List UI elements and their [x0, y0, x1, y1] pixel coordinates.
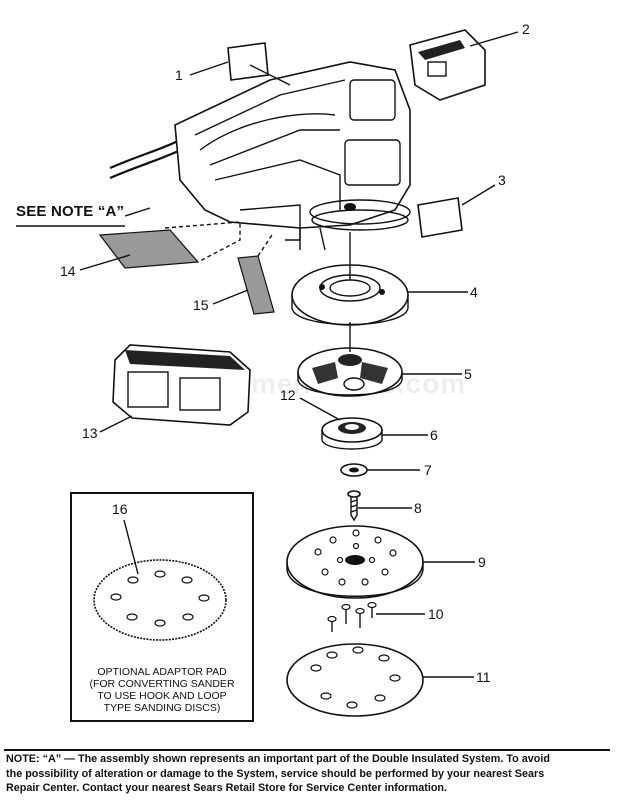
part-16-adaptor-pad: [93, 559, 227, 641]
part-3-label-plate: [417, 197, 463, 238]
part-9-backing-pad: [286, 525, 424, 599]
part-7-washer: [340, 463, 368, 477]
part-number-9: 9: [478, 554, 486, 570]
part-number-4: 4: [470, 284, 478, 300]
part-5-counterweight: [297, 322, 403, 397]
power-cord: [109, 139, 186, 180]
exploded-parts-diagram: 1 2 3 4 5 6 7 8 9 10 11 12 13 14 15 16: [16, 21, 530, 717]
part-4-base-ring: [291, 232, 409, 326]
part-number-7: 7: [424, 462, 432, 478]
part-number-3: 3: [498, 172, 506, 188]
see-note-a-label: SEE NOTE “A”: [16, 203, 125, 220]
part-6-bearing-assembly: [321, 417, 383, 450]
part-number-12: 12: [280, 387, 296, 403]
part-number-13: 13: [82, 425, 98, 441]
part-2-cover: [409, 29, 486, 101]
part-number-6: 6: [430, 427, 438, 443]
part-14-filter-pad: [98, 221, 241, 269]
part-number-2: 2: [522, 21, 530, 37]
part-number-10: 10: [428, 606, 444, 622]
part-10-screws: [327, 601, 377, 632]
part-1-label-plate: [227, 42, 291, 86]
part-8-screw: [347, 490, 361, 522]
caption-line: TO USE HOOK AND LOOP: [97, 690, 227, 702]
caption-line: TYPE SANDING DISCS): [103, 702, 221, 714]
adaptor-pad-caption: OPTIONAL ADAPTOR PAD (FOR CONVERTING SAN…: [72, 666, 252, 714]
footer-note: NOTE: “A” — The assembly shown represent…: [6, 752, 610, 796]
part-number-11: 11: [476, 669, 491, 685]
optional-adaptor-pad-box: OPTIONAL ADAPTOR PAD (FOR CONVERTING SAN…: [70, 492, 254, 722]
caption-line: OPTIONAL ADAPTOR PAD: [97, 666, 227, 678]
part-15-filter-strip: [237, 234, 275, 315]
sander-body: [174, 61, 411, 251]
part-13-dust-canister: [112, 344, 251, 426]
footer-divider: [4, 749, 610, 751]
part-number-14: 14: [60, 263, 76, 279]
part-number-5: 5: [464, 366, 472, 382]
part-number-15: 15: [193, 297, 209, 313]
part-number-8: 8: [414, 500, 422, 516]
part-number-1: 1: [175, 67, 183, 83]
footer-note-line: the possibility of alteration or damage …: [6, 767, 545, 780]
footer-note-line: NOTE: “A” — The assembly shown represent…: [6, 753, 550, 765]
footer-note-line: Repair Center. Contact your nearest Sear…: [6, 782, 448, 794]
part-11-sanding-disc: [286, 643, 424, 717]
part-number-16: 16: [112, 501, 128, 517]
leader-lines: [16, 31, 519, 678]
caption-line: (FOR CONVERTING SANDER: [89, 678, 235, 690]
